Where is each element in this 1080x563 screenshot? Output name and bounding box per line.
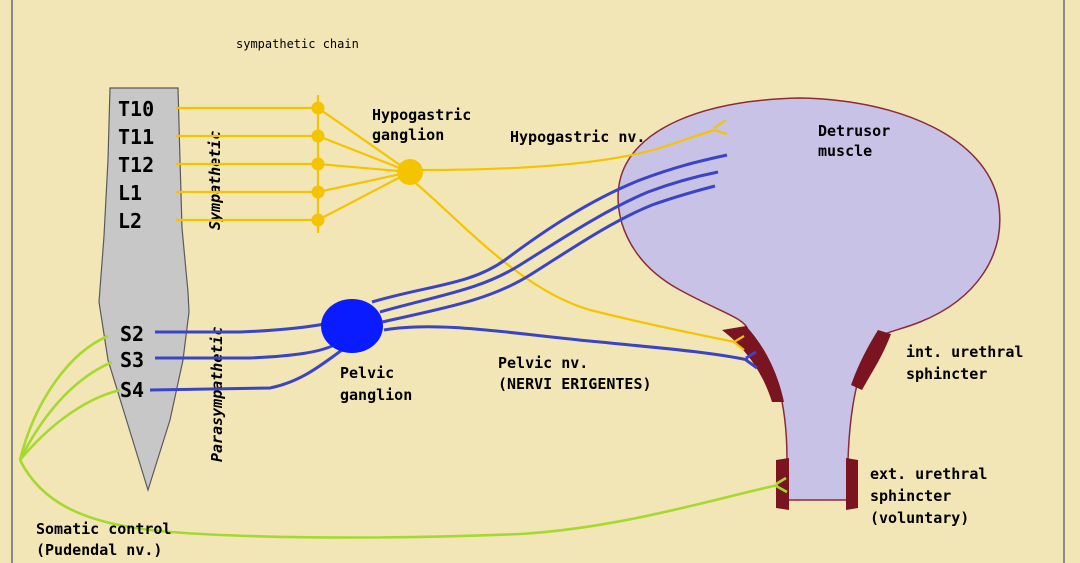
segment-s3: S3 [120,348,144,372]
ext-urethral-sphincter-label-line1: ext. urethral [870,465,987,483]
segment-t11: T11 [118,125,154,149]
splanchnic-branch-3 [317,162,411,174]
s3-somatic-root [18,360,113,461]
sphincter-sympathetic-terminal [733,335,745,351]
spinal-segment-labels: T10 T11 T12 L1 L2 S2 S3 S4 [118,97,154,402]
detrusor-muscle-label-line1: Detrusor [818,122,890,140]
pelvic-ganglion [321,299,383,353]
segment-s2: S2 [120,322,144,346]
s4-somatic-root [19,388,121,461]
s3-parasympathetic-nerve [155,342,337,360]
pelvic-to-detrusor-nerve-3 [381,184,716,324]
int-urethral-sphincter-left [722,326,784,402]
somatic-nerves [18,334,788,539]
pelvic-nerve-label-line2: (NERVI ERIGENTES) [498,375,652,393]
pelvic-to-detrusor-nerve-2 [379,170,719,314]
segment-l2: L2 [118,209,142,233]
sympathetic-chain-title: sympathetic chain [236,37,359,51]
ext-urethral-sphincter-left [776,458,789,510]
segment-s4: S4 [120,378,144,402]
diagram-labels: Hypogastric ganglion Hypogastric nv. Det… [36,106,1023,559]
bladder-body [617,97,1001,501]
hypogastric-ganglion-label-line2: ganglion [372,126,444,144]
segment-l1: L1 [118,181,142,205]
segment-t12: T12 [118,153,154,177]
pelvic-nerve-label-line1: Pelvic nv. [498,354,588,372]
parasympathetic-nerves [149,153,758,392]
hypogastric-nerve-terminal [713,119,728,136]
ext-urethral-sphincter-label-line3: (voluntary) [870,509,969,527]
splanchnic-branch-4 [317,170,411,194]
hypogastric-ganglion [397,159,423,185]
pudendal-nerve [18,459,779,539]
parasympathetic-vertical-label: Parasympathetic [208,327,226,462]
hypogastric-to-sphincter-nerve [411,179,736,344]
pelvic-ganglion-label-line2: ganglion [340,386,412,404]
pelvic-to-detrusor-nerve-1 [371,153,728,304]
hypogastric-ganglion-label-line1: Hypogastric [372,106,471,124]
hypogastric-nerve-label: Hypogastric nv. [510,128,645,146]
sympathetic-vertical-label: Sympathetic [206,131,224,230]
splanchnic-branch-2 [317,134,411,174]
pelvic-ganglion-label-line1: Pelvic [340,364,394,382]
sympathetic-nerves [176,95,745,351]
pudendal-nerve-terminal [775,476,788,494]
somatic-control-label-line1: Somatic control [36,520,171,538]
segment-t10: T10 [118,97,154,121]
splanchnic-branch-5 [317,171,411,221]
pelvic-to-sphincter-nerve [383,325,749,362]
ext-urethral-sphincter-right [846,458,858,510]
somatic-control-label-line2: (Pudendal nv.) [36,541,162,559]
int-urethral-sphincter-label-line1: int. urethral [906,343,1023,361]
ext-urethral-sphincter-label-line2: sphincter [870,487,951,505]
urinary-bladder [617,97,1001,510]
int-urethral-sphincter-label-line2: sphincter [906,365,987,383]
int-urethral-sphincter-right [851,330,891,390]
hypogastric-nerve [421,128,716,172]
s2-somatic-root [18,334,109,461]
splanchnic-branch-1 [317,107,411,173]
detrusor-muscle-label-line2: muscle [818,142,872,160]
pelvic-nerve-terminal [745,350,758,370]
s4-parasympathetic-nerve [149,348,343,392]
